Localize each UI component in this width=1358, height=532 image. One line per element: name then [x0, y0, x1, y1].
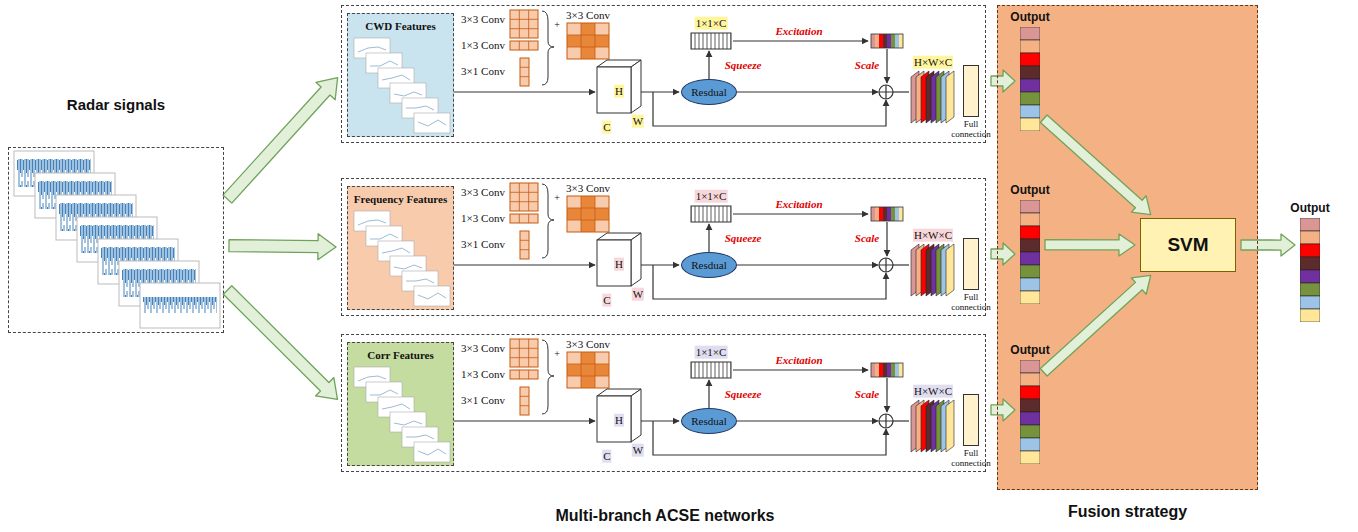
residual-ellipse: Resdual	[681, 408, 737, 434]
feature-image-box: Corr Features	[347, 342, 454, 466]
annotation-label: 1×3 Conv	[461, 212, 505, 225]
node-text: Radar signals	[9, 96, 223, 113]
node-text: Full connection	[945, 119, 997, 139]
fusion-panel: Fusion strategyOutputOutputOutputSVM	[997, 5, 1258, 490]
annotation-label: W	[632, 288, 644, 301]
annotation-label: Excitation	[775, 198, 822, 211]
output-vector: Output	[1020, 200, 1040, 304]
vector-stripes	[1020, 27, 1040, 131]
node-text: Fusion strategy	[998, 503, 1257, 521]
flow-arrow	[991, 70, 1015, 92]
annotation-label: H	[614, 258, 624, 271]
node-text: Full connection	[945, 448, 997, 468]
node-text: Resdual	[691, 259, 726, 271]
node-text: CWD Features	[365, 20, 435, 32]
flow-arrow	[1045, 234, 1135, 256]
flow-arrow	[1040, 275, 1150, 376]
annotation-label: C	[602, 121, 611, 134]
annotation-label: H	[614, 85, 624, 98]
node-text: Output	[1275, 201, 1345, 215]
residual-ellipse: Resdual	[681, 252, 737, 278]
svm-box: SVM	[1140, 218, 1236, 272]
annotation-label: 3×1 Conv	[461, 238, 505, 251]
feature-image-box: Frequency Features	[347, 186, 454, 310]
branch-network-box: CWD FeaturesResdual Full connection	[341, 5, 986, 143]
vector-stripes	[1020, 200, 1040, 304]
annotation-label: H×W×C	[913, 385, 953, 398]
annotation-label: Squeeze	[725, 59, 762, 72]
annotation-label: 3×3 Conv	[461, 342, 505, 355]
section-caption: Multi-branch ACSE networks	[556, 507, 775, 525]
annotation-label: 3×3 Conv	[461, 13, 505, 26]
feature-thumbnails	[348, 187, 453, 309]
branch-artwork	[454, 339, 954, 455]
residual-ellipse: Resdual	[681, 79, 737, 105]
feature-thumbnails	[348, 14, 453, 136]
flow-arrow	[229, 234, 336, 260]
annotation-label: 1×3 Conv	[461, 368, 505, 381]
flow-arrow	[1241, 234, 1295, 256]
output-vector: Output	[1300, 218, 1320, 322]
branch-artwork	[454, 10, 954, 126]
full-connection-bar: Full connection	[963, 238, 979, 290]
annotation-label: H×W×C	[913, 229, 953, 242]
annotation-label: 3×3 Conv	[566, 9, 610, 22]
flow-arrow	[223, 78, 338, 203]
annotation-label: Excitation	[775, 354, 822, 367]
annotation-label: 3×1 Conv	[461, 65, 505, 78]
annotation-label: Excitation	[775, 25, 822, 38]
fusion-ground	[997, 5, 1258, 490]
branch-network-box: Corr FeaturesResdual Full connection	[341, 334, 986, 472]
output-vector: Output	[1020, 360, 1040, 464]
annotation-label: Scale	[855, 388, 879, 401]
feature-thumbnails	[348, 343, 453, 465]
node-text: Corr Features	[367, 349, 434, 361]
annotation-label: 1×1×C	[695, 17, 728, 30]
annotation-label: +	[554, 192, 560, 204]
node-text: Frequency Features	[354, 193, 447, 205]
node-text: Output	[995, 10, 1065, 24]
annotation-label: C	[602, 294, 611, 307]
flow-arrow	[991, 399, 1015, 421]
node-text: Resdual	[691, 415, 726, 427]
annotation-label: Scale	[855, 59, 879, 72]
annotation-label: 1×1×C	[695, 346, 728, 359]
vector-stripes	[1020, 360, 1040, 464]
annotation-label: Squeeze	[725, 388, 762, 401]
feature-image-box: CWD Features	[347, 13, 454, 137]
annotation-label: Scale	[855, 232, 879, 245]
node-text: Full connection	[945, 292, 997, 312]
annotation-label: 3×3 Conv	[566, 338, 610, 351]
annotation-label: C	[602, 450, 611, 463]
node-text: Output	[995, 343, 1065, 357]
annotation-label: 3×3 Conv	[461, 186, 505, 199]
full-connection-bar: Full connection	[963, 394, 979, 446]
annotation-label: 1×1×C	[695, 190, 728, 203]
radar-signal-images	[14, 151, 220, 328]
annotation-label: +	[554, 348, 560, 360]
annotation-label: +	[554, 19, 560, 31]
full-connection-bar: Full connection	[963, 65, 979, 117]
flow-arrow	[991, 243, 1015, 265]
node-text: SVM	[1167, 234, 1208, 256]
flow-arrow	[1040, 115, 1150, 215]
branch-artwork	[454, 183, 954, 299]
annotation-label: W	[632, 115, 644, 128]
signal-input-box: Radar signals	[8, 147, 224, 333]
annotation-label: 1×3 Conv	[461, 39, 505, 52]
annotation-label: Squeeze	[725, 232, 762, 245]
annotation-label: W	[632, 444, 644, 457]
node-text: Output	[995, 183, 1065, 197]
vector-stripes	[1300, 218, 1320, 322]
annotation-label: H×W×C	[913, 56, 953, 69]
annotation-label: 3×3 Conv	[566, 182, 610, 195]
branch-network-box: Frequency FeaturesResdual Full connection	[341, 178, 986, 316]
node-text: Resdual	[691, 86, 726, 98]
annotation-label: H	[614, 414, 624, 427]
output-vector: Output	[1020, 27, 1040, 131]
flow-arrow	[223, 286, 337, 400]
annotation-label: 3×1 Conv	[461, 394, 505, 407]
